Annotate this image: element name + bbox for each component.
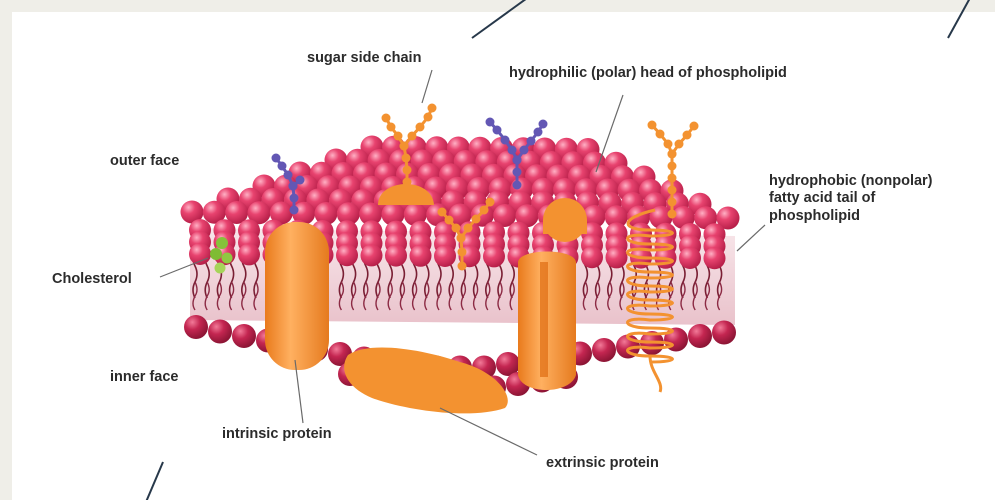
glycolipid-sugar (527, 137, 536, 146)
glycoprotein-sugar (428, 104, 437, 113)
phospholipid-head (232, 324, 256, 348)
glycoprotein-sugar (464, 224, 473, 233)
glycoprotein-sugar (472, 215, 481, 224)
glycolipid-sugar (290, 206, 299, 215)
label-sugar-side-chain: sugar side chain (307, 50, 421, 67)
glycoprotein-sugar (387, 123, 396, 132)
glycoprotein-sugar (656, 130, 665, 139)
glycoprotein-sugar (402, 154, 411, 163)
glycolipid-sugar (284, 171, 293, 180)
label-hydrophobic-tail-1: hydrophobic (nonpolar) (769, 173, 933, 190)
glycoprotein-sugar (452, 224, 461, 233)
label-intrinsic-protein: intrinsic protein (222, 426, 332, 443)
label-hydrophobic-tail-3: phospholipid (769, 208, 860, 225)
glycoprotein-sugar (668, 186, 677, 195)
glycolipid-sugar (493, 126, 502, 135)
phospholipid-head (688, 324, 712, 348)
phospholipid-head (238, 243, 260, 265)
phospholipid-head (606, 246, 628, 268)
glycolipid-sugar (501, 136, 510, 145)
glycolipid-sugar (539, 120, 548, 129)
glycolipid-sugar (486, 118, 495, 127)
glycoprotein-sugar (690, 122, 699, 131)
glycoprotein-sugar (445, 216, 454, 225)
label-cholesterol: Cholesterol (52, 271, 132, 288)
glycolipid-sugar (278, 162, 287, 171)
leader-hydrophobic-tail (737, 225, 765, 251)
glycolipid-sugar (513, 181, 522, 190)
phospholipid-head (581, 246, 603, 268)
glycoprotein-sugar (458, 248, 467, 257)
glycolipid-sugar (513, 156, 522, 165)
glycoprotein-sugar (394, 132, 403, 141)
glycolipid-sugar (534, 128, 543, 137)
glycolipid-sugar (296, 176, 305, 185)
glycoprotein-stem (672, 126, 694, 154)
glycoprotein-sugar (675, 140, 684, 149)
glycoprotein-sugar (683, 131, 692, 140)
glycolipid-sugar (272, 154, 281, 163)
glycolipid-sugar (508, 146, 517, 155)
phospholipid-head (410, 245, 432, 267)
label-hydrophobic-tail-2: fatty acid tail of (769, 190, 875, 207)
phospholipid-head (592, 338, 616, 362)
phospholipid-head (208, 320, 232, 344)
glycoprotein-sugar (668, 174, 677, 183)
glycolipid-sugar (520, 146, 529, 155)
glycoprotein-sugar (458, 262, 467, 271)
phospholipid-head (704, 247, 726, 269)
glycoprotein-sugar (438, 208, 447, 217)
glycoprotein-sugar (486, 198, 495, 207)
phospholipid-head (679, 247, 701, 269)
glycolipid-sugar (290, 194, 299, 203)
glycoprotein-sugar (668, 210, 677, 219)
glycoprotein-sugar (648, 121, 657, 130)
glycoprotein-sugar (416, 123, 425, 132)
label-hydrophilic-head: hydrophilic (polar) head of phospholipid (509, 65, 787, 82)
leader-extrinsic-protein (440, 408, 537, 455)
glycoprotein-sugar (403, 166, 412, 175)
leader-sugar-side-chain (422, 70, 432, 103)
glycoprotein-sugar (668, 198, 677, 207)
phospholipid-head (483, 245, 505, 267)
label-extrinsic-protein: extrinsic protein (546, 455, 659, 472)
glycolipid-sugar (289, 182, 298, 191)
glycoprotein-sugar (408, 132, 417, 141)
glycoprotein-sugar (668, 150, 677, 159)
phospholipid-head (712, 321, 736, 345)
phospholipid-head (336, 244, 358, 266)
glycoprotein-sugar (457, 234, 466, 243)
phospholipid-head (361, 244, 383, 266)
label-inner-face: inner face (110, 369, 179, 386)
glycolipid-sugar (513, 168, 522, 177)
glycoprotein-sugar (400, 142, 409, 151)
glycoprotein-sugar (403, 178, 412, 187)
glycoprotein-sugar (424, 113, 433, 122)
glycoprotein-sugar (382, 114, 391, 123)
glycoprotein-sugar (480, 206, 489, 215)
label-outer-face: outer face (110, 153, 179, 170)
phospholipid-head (385, 245, 407, 267)
glycoprotein-sugar (664, 140, 673, 149)
glycoprotein-sugar (668, 162, 677, 171)
phospholipid-head (184, 315, 208, 339)
intrinsic-protein-shape (265, 222, 329, 370)
phospholipid-head (434, 245, 456, 267)
